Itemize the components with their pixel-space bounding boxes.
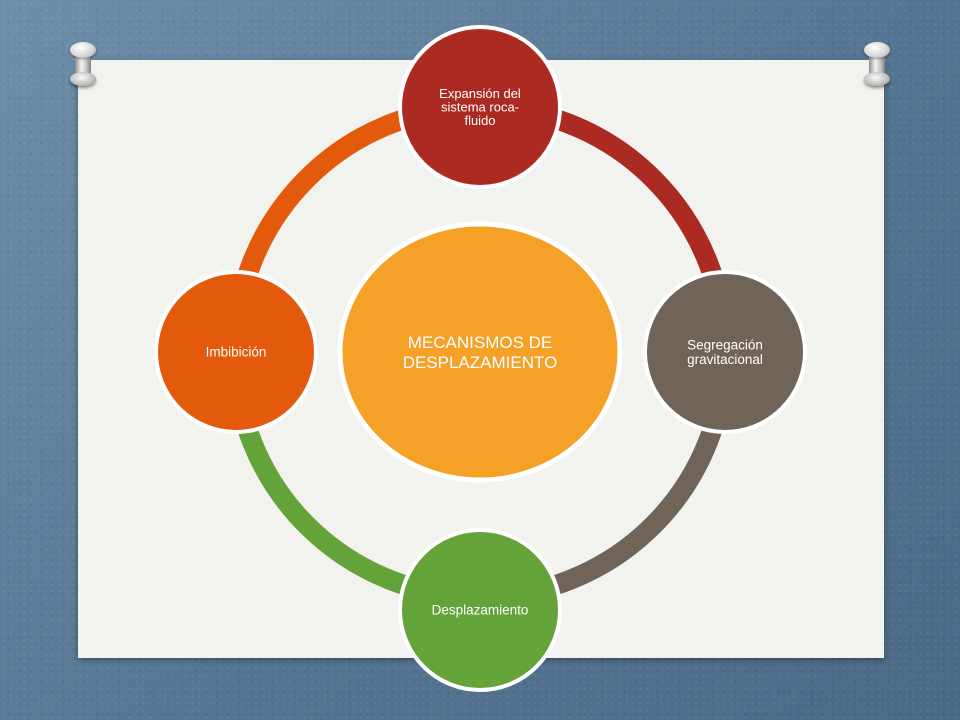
center-label-line: MECANISMOS DE	[408, 333, 553, 352]
pin-icon-right	[864, 42, 890, 88]
node-circle-expansion	[398, 25, 562, 189]
node-expansion-label-line: fluido	[464, 113, 495, 128]
node-imbibicion-label-line: Imbibición	[206, 345, 267, 360]
node-desplazamiento: Desplazamiento	[398, 528, 562, 692]
center-circle	[337, 221, 623, 483]
pin-icon-left	[70, 42, 96, 88]
node-segregacion-label-line: gravitacional	[687, 352, 763, 367]
node-expansion-label-line: sistema roca-	[441, 100, 519, 115]
node-expansion-label-line: Expansión del	[439, 86, 521, 101]
node-circle-desplazamiento	[398, 528, 562, 692]
center-label-line: DESPLAZAMIENTO	[403, 353, 558, 372]
node-circle-segregacion	[643, 270, 807, 434]
node-segregacion-label-line: Segregación	[687, 338, 763, 353]
node-imbibicion: Imbibición	[154, 270, 318, 434]
node-desplazamiento-label-line: Desplazamiento	[432, 603, 529, 618]
node-circle-imbibicion	[154, 270, 318, 434]
